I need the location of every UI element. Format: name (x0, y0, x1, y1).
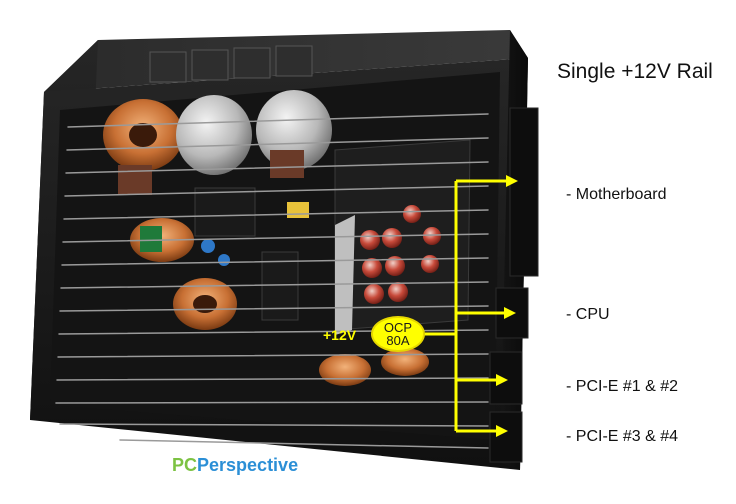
diagram-title: Single +12V Rail (557, 60, 713, 83)
output-label-motherboard: - Motherboard (566, 186, 667, 203)
rail-distribution-arrows (425, 179, 510, 433)
arrow-heads (496, 175, 518, 437)
logo-perspective-text: Perspective (197, 455, 299, 475)
ocp-badge: OCP 80A (371, 316, 425, 352)
logo-pc-text: PC (172, 455, 198, 475)
rail-voltage-label: +12V (323, 327, 357, 343)
pcperspective-logo: PCPerspective (172, 455, 298, 476)
ocp-current-label: 80A (386, 333, 410, 348)
vent-lines (55, 113, 489, 449)
output-label-cpu: - CPU (566, 306, 610, 323)
ocp-label: OCP (383, 320, 413, 335)
output-label-pcie-1-2: - PCI-E #1 & #2 (566, 378, 679, 395)
output-label-pcie-3-4: - PCI-E #3 & #4 (566, 428, 679, 445)
